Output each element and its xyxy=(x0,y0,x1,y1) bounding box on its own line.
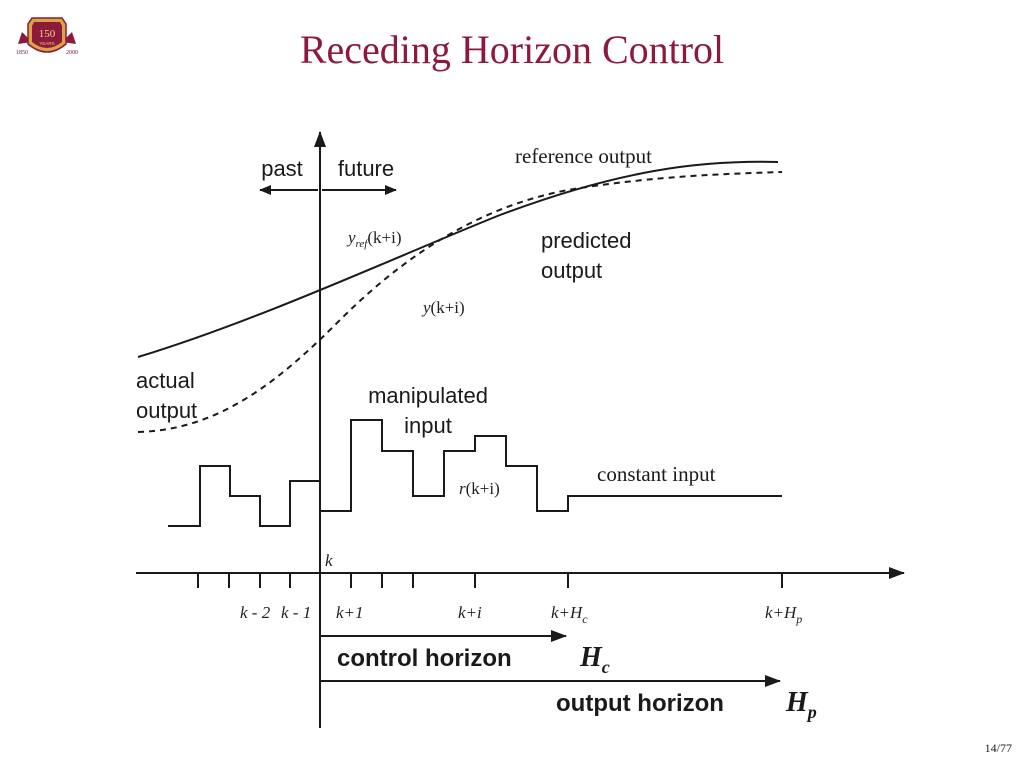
yref-label: yref(k+i) xyxy=(346,228,402,250)
tick-label-k-plus-hp: k+Hp xyxy=(765,603,802,626)
control-horizon-symbol: Hc xyxy=(579,642,610,677)
time-axis-ticks xyxy=(197,573,783,588)
y-label: y(k+i) xyxy=(421,298,465,317)
reference-output-label: reference output xyxy=(515,144,652,168)
slide-title: Receding Horizon Control xyxy=(299,27,725,72)
control-horizon-label: control horizon xyxy=(337,645,512,672)
tick-label-k-plus-1: k+1 xyxy=(336,603,364,622)
past-input-staircase xyxy=(168,465,320,527)
tick-label-k-plus-i: k+i xyxy=(458,603,482,622)
future-label: future xyxy=(338,156,394,181)
k-label: k xyxy=(325,551,333,570)
output-horizon-label: output horizon xyxy=(556,690,724,717)
manipulated-label-line2: input xyxy=(404,413,452,438)
predicted-label-line2: output xyxy=(541,258,602,283)
actual-label-line1: actual xyxy=(136,368,195,393)
page-number: 14/77 xyxy=(984,741,1012,755)
past-label: past xyxy=(261,156,303,181)
output-horizon-symbol: Hp xyxy=(785,687,817,722)
predicted-label-line1: predicted xyxy=(541,228,632,253)
manipulated-label-line1: manipulated xyxy=(368,383,488,408)
tick-label-k-minus-1: k - 1 xyxy=(281,603,311,622)
r-label: r(k+i) xyxy=(459,479,500,498)
logo-year-right: 2000 xyxy=(66,50,78,56)
predicted-output-curve xyxy=(137,171,783,433)
university-150-years-logo: 150 YEARS 1850 2000 xyxy=(16,17,78,56)
logo-number: 150 xyxy=(39,28,56,40)
future-input-staircase xyxy=(320,419,782,512)
logo-year-left: 1850 xyxy=(16,50,28,56)
tick-label-k-plus-hc: k+Hc xyxy=(551,603,588,626)
logo-word: YEARS xyxy=(39,41,54,46)
actual-label-line2: output xyxy=(136,398,197,423)
reference-output-curve xyxy=(137,160,779,358)
constant-input-label: constant input xyxy=(597,462,716,486)
tick-label-k-minus-2: k - 2 xyxy=(240,603,271,622)
